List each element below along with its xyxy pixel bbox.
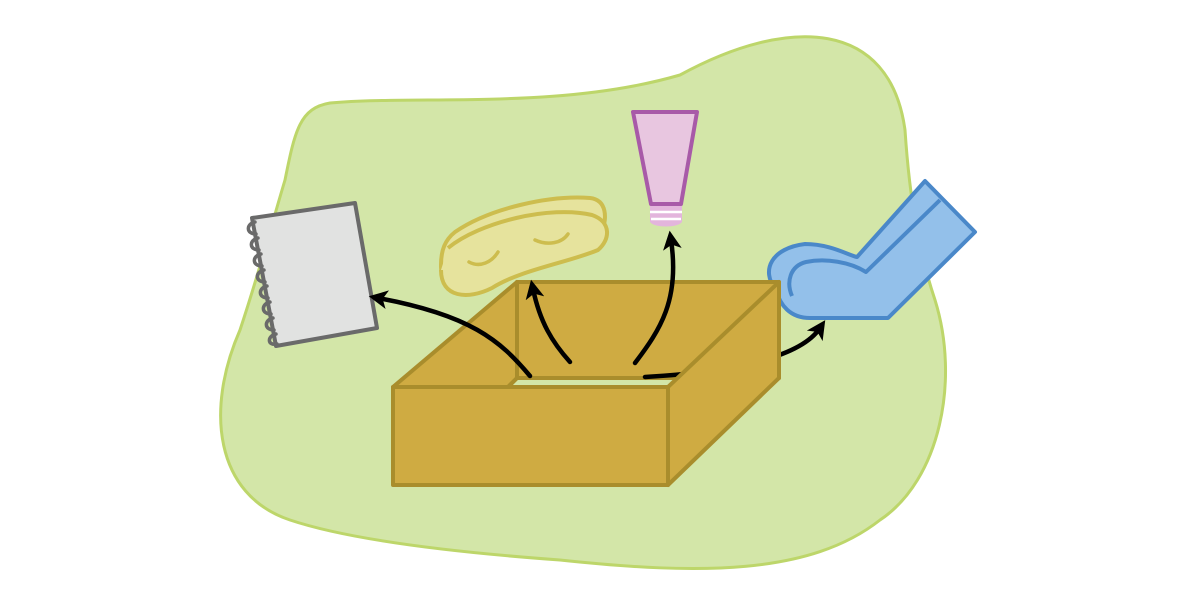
- mask-right-eye: [533, 232, 570, 245]
- open-box: [368, 230, 826, 487]
- spiral-notebook: [246, 201, 379, 348]
- arrow-to-mask: [525, 279, 573, 365]
- sock: [766, 179, 977, 320]
- sleep-mask: [438, 195, 609, 297]
- arrow-to-tube: [632, 230, 682, 366]
- box-floor-edge: [506, 376, 668, 389]
- mask-left-eye: [467, 250, 500, 267]
- notebook-spiral: [246, 220, 279, 346]
- box-front-wall: [391, 385, 670, 487]
- arrow-to-notebook: [368, 290, 533, 379]
- lotion-tube: [631, 110, 699, 227]
